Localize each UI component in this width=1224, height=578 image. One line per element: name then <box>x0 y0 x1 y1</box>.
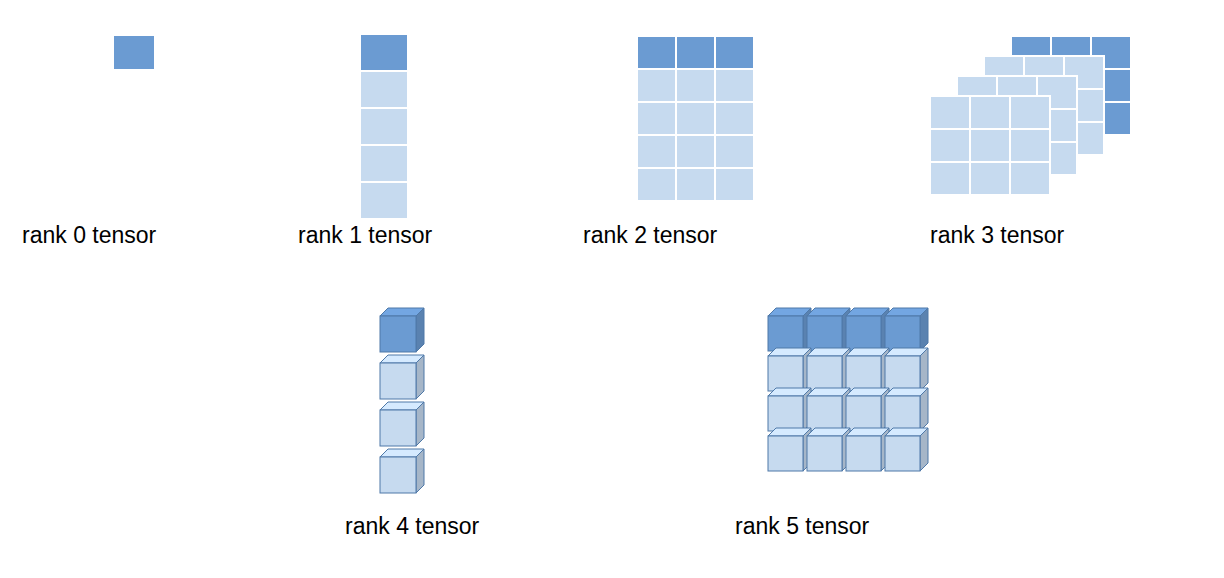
cube <box>768 428 811 471</box>
matrix-cell <box>715 135 754 168</box>
matrix-cell <box>676 102 715 135</box>
vector-cell <box>360 71 408 108</box>
rank-label: rank 1 tensor <box>298 222 432 248</box>
rank5-figure <box>768 308 928 471</box>
rank-label: rank 0 tensor <box>22 222 156 248</box>
cube <box>768 388 811 431</box>
cube <box>380 355 424 399</box>
cube <box>846 388 889 431</box>
cube <box>380 308 424 352</box>
rank1-figure <box>360 34 408 219</box>
matrix-cell <box>637 69 676 102</box>
cube <box>846 348 889 391</box>
vector-cell <box>360 182 408 219</box>
matrix-cell <box>637 135 676 168</box>
rank-label: rank 4 tensor <box>345 513 479 539</box>
cube <box>380 449 424 493</box>
rank4-figure <box>380 308 424 493</box>
vector-cell <box>360 145 408 182</box>
matrix-cell <box>676 168 715 201</box>
matrix-cell <box>676 135 715 168</box>
cube <box>885 388 928 431</box>
matrix-cell <box>637 36 676 69</box>
matrix-cell <box>715 36 754 69</box>
grid-cell <box>930 162 970 195</box>
rank2-figure <box>637 36 754 201</box>
grid-cell <box>930 129 970 162</box>
rank3-figure <box>930 36 1131 195</box>
grid-cell <box>1010 162 1050 195</box>
cube <box>885 308 928 351</box>
cube <box>807 388 850 431</box>
cube <box>846 308 889 351</box>
vector-cell <box>360 108 408 145</box>
cube <box>807 428 850 471</box>
rank-label: rank 5 tensor <box>735 513 869 539</box>
cube <box>885 348 928 391</box>
matrix-cell <box>637 168 676 201</box>
rank0-figure <box>113 35 155 70</box>
rank-label: rank 2 tensor <box>583 222 717 248</box>
rank-label: rank 3 tensor <box>930 222 1064 248</box>
matrix-cell <box>676 69 715 102</box>
matrix-cell <box>715 102 754 135</box>
matrix-cell <box>715 69 754 102</box>
grid-cell <box>930 96 970 129</box>
cube <box>846 428 889 471</box>
grid-cell <box>970 96 1010 129</box>
cube <box>380 402 424 446</box>
cube <box>768 348 811 391</box>
cube <box>768 308 811 351</box>
grid-cell <box>970 162 1010 195</box>
cube <box>885 428 928 471</box>
matrix-cell <box>676 36 715 69</box>
grid-cell <box>1010 96 1050 129</box>
grid-cell <box>970 129 1010 162</box>
matrix-cell <box>715 168 754 201</box>
grid-cell <box>1010 129 1050 162</box>
scalar-cell <box>113 35 155 70</box>
matrix-cell <box>637 102 676 135</box>
cube <box>807 348 850 391</box>
cube <box>807 308 850 351</box>
vector-cell <box>360 34 408 71</box>
